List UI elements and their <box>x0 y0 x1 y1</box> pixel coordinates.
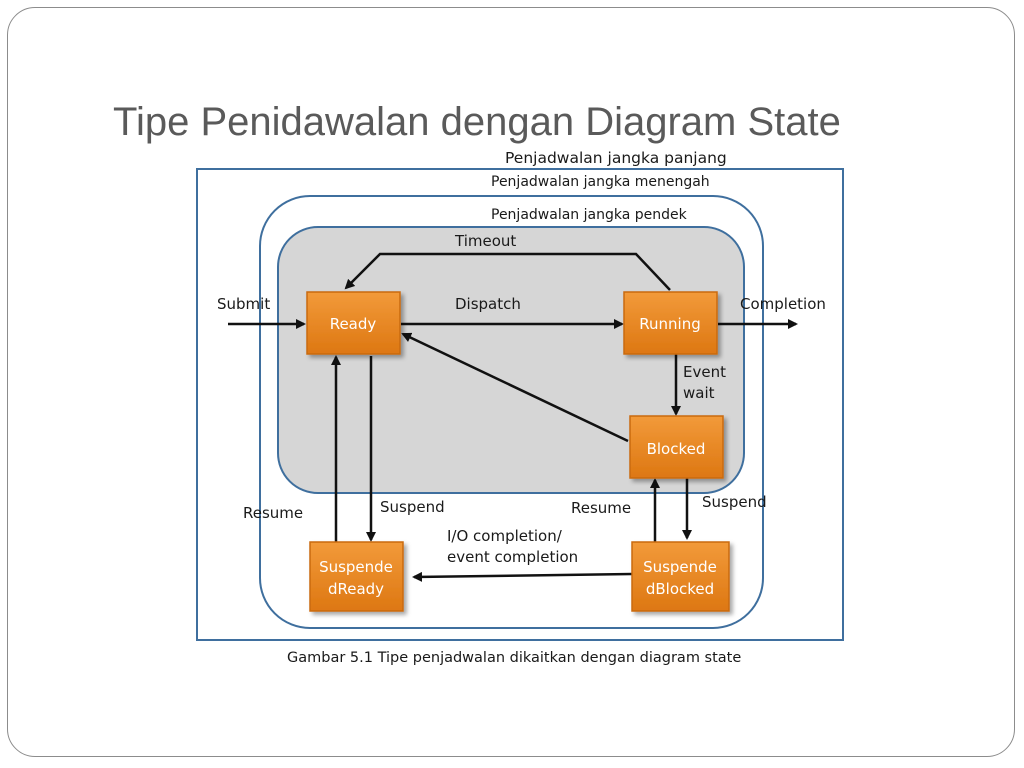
short-term-label: Penjadwalan jangka pendek <box>491 207 688 223</box>
medium-term-region <box>259 195 764 629</box>
event-wait-label-1: Event <box>683 363 726 381</box>
blocked-to-ready-arrow <box>401 332 629 443</box>
long-term-region <box>196 168 844 641</box>
state-ready-label: Ready <box>330 315 377 333</box>
state-running-label: Running <box>639 315 700 333</box>
completion-label: Completion <box>740 295 826 313</box>
state-suspended-ready: Suspende dReady <box>309 541 404 612</box>
io-completion-label-2: event completion <box>447 548 578 566</box>
event-wait-label-2: wait <box>683 384 715 402</box>
timeout-label: Timeout <box>454 232 516 250</box>
state-suspended-ready-label-1: Suspende <box>319 558 393 576</box>
state-blocked-label: Blocked <box>647 440 706 458</box>
state-blocked: Blocked <box>629 415 724 479</box>
dispatch-label: Dispatch <box>455 295 521 313</box>
figure-caption: Gambar 5.1 Tipe penjadwalan dikaitkan de… <box>287 650 742 666</box>
state-suspended-blocked-label-1: Suspende <box>643 558 717 576</box>
submit-label: Submit <box>217 295 270 313</box>
suspend-left-label: Suspend <box>380 498 445 516</box>
io-completion-arrow <box>412 571 633 582</box>
medium-term-label: Penjadwalan jangka menengah <box>491 174 710 190</box>
resume-right-label: Resume <box>571 499 631 517</box>
long-term-label: Penjadwalan jangka panjang <box>505 149 727 167</box>
slide-title: Tipe Penidawalan dengan Diagram State <box>113 100 841 144</box>
state-suspended-blocked: Suspende dBlocked <box>631 541 730 612</box>
state-suspended-blocked-label-2: dBlocked <box>646 580 714 598</box>
io-completion-label-1: I/O completion/ <box>447 527 563 545</box>
resume-left-label: Resume <box>243 504 303 522</box>
suspend-right-label: Suspend <box>702 493 767 511</box>
state-suspended-ready-label-2: dReady <box>328 580 384 598</box>
state-running: Running <box>623 291 718 355</box>
timeout-arrow <box>344 252 671 291</box>
state-ready: Ready <box>306 291 401 355</box>
